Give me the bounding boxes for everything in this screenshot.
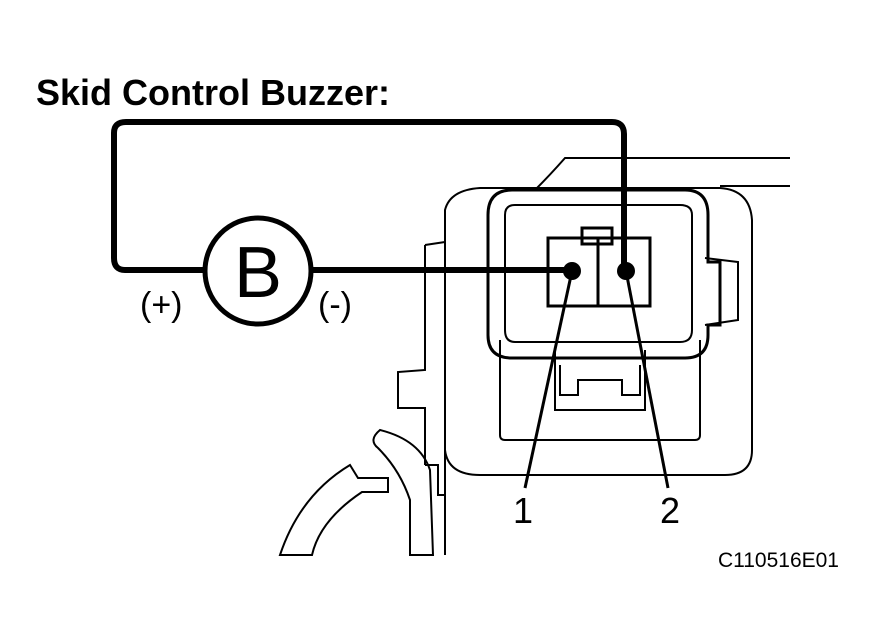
- diagram-title: Skid Control Buzzer:: [36, 72, 390, 113]
- connector-housing: [278, 157, 790, 556]
- pin-1-label: 1: [513, 490, 533, 531]
- pin-1-leader: [523, 270, 574, 489]
- circuit-wire-loop: [111, 119, 627, 273]
- buzzer-letter: B: [234, 233, 282, 313]
- connector-body: [486, 188, 722, 360]
- buzzer-symbol: B: [202, 215, 314, 327]
- figure-code: C110516E01: [718, 549, 839, 572]
- positive-terminal-label: (+): [140, 286, 183, 324]
- pin-2-label: 2: [660, 490, 680, 531]
- locking-tab: [580, 226, 614, 246]
- negative-terminal-label: (-): [318, 286, 352, 324]
- pin-2-leader: [624, 270, 670, 489]
